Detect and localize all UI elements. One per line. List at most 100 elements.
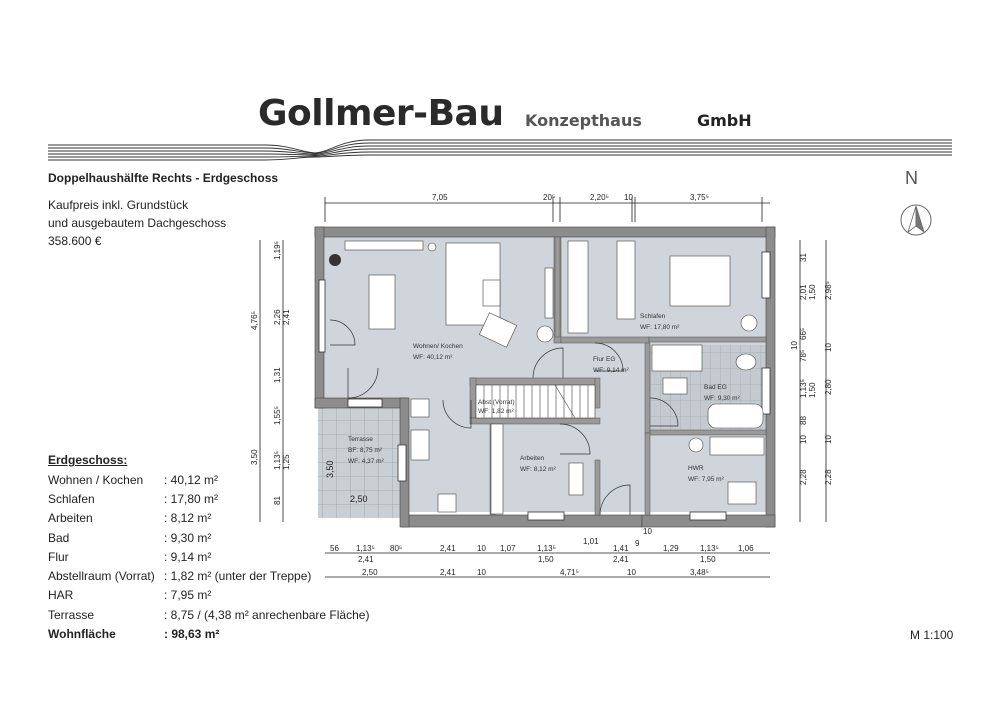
dim-left-6: 1,55⁵	[273, 406, 282, 425]
dim-left-3: 2,26	[273, 309, 282, 325]
room-hwr-area: WF: 7,95 m²	[688, 476, 725, 483]
price-line-1: Kaufpreis inkl. Grundstück	[48, 198, 189, 212]
room-wohnen-area: WF: 40,12 m²	[413, 354, 453, 361]
plants	[329, 254, 341, 266]
dim-right-4: 10	[790, 341, 799, 350]
legend-row: HAR: 7,95 m²	[48, 588, 212, 603]
legend-row: Wohnen / Kochen: 40,12 m²	[48, 472, 219, 487]
dim-top-4: 3,75⁵	[690, 193, 709, 202]
company-suffix: GmbH	[697, 111, 752, 130]
north-label: N	[905, 168, 918, 188]
dim-bottom-sub-0: 2,41	[358, 555, 374, 564]
dim-left-0: 4,76⁵	[250, 311, 259, 330]
price-line-2: und ausgebautem Dachgeschoss	[48, 216, 227, 230]
room-arbeiten-area: WF: 8,12 m²	[520, 466, 557, 473]
dim-right-2: 1,50	[808, 284, 817, 300]
dim-bottom-5: 1,07	[500, 544, 516, 553]
dim-left-2: 1,19⁵	[273, 241, 282, 260]
dim-right-outer-0: 2,98⁵	[824, 281, 833, 300]
dim-right-5: 78⁵	[799, 350, 808, 362]
dim-bottom2-3: 4,71⁵	[560, 568, 579, 577]
dim-bottom-1: 1,13⁵	[356, 544, 375, 553]
compass-icon	[900, 204, 932, 236]
dim-bottom-sub-1: 1,50	[538, 555, 554, 564]
staircase	[475, 384, 596, 419]
dim-left-7: 1,13⁵	[273, 451, 282, 470]
room-bad-name: Bad EG	[704, 384, 727, 391]
dim-terrace-1: 2,50	[350, 494, 368, 504]
dim-bottom-11: 1,29	[663, 544, 679, 553]
dim-top-2: 2,20⁵	[590, 193, 609, 202]
dim-bottom2-5: 3,48⁵	[690, 568, 709, 577]
room-terrasse-gf: BF: 8,75 m²	[348, 447, 383, 454]
legend-row: Bad: 9,30 m²	[48, 530, 212, 545]
dim-right-1: 2,01	[799, 284, 808, 300]
dim-bottom-13: 1,06	[738, 544, 754, 553]
brand-name: Gollmer-Bau	[258, 93, 504, 134]
dim-bottom-3: 2,41	[440, 544, 456, 553]
dim-right-outer-1: 10	[824, 343, 833, 352]
legend-total-row: Wohnfläche: 98,63 m²	[48, 627, 220, 642]
room-schlafen-name: Schlafen	[640, 313, 666, 320]
price-value: 358.600 €	[48, 234, 102, 248]
dim-right-8: 88	[799, 416, 808, 425]
dim-bottom-8: 1,41	[613, 544, 629, 553]
dim-right-7: 1,50	[808, 382, 817, 398]
legend-heading: Erdgeschoss:	[48, 453, 128, 467]
dim-bottom2-0: 2,50	[362, 568, 378, 577]
dim-right-outer-4: 2,28	[824, 469, 833, 485]
furniture	[344, 240, 765, 515]
legend-row: Abstellraum (Vorrat): 1,82 m² (unter der…	[48, 569, 312, 584]
dim-bottom-2: 80⁵	[390, 544, 402, 553]
dim-bottom2-1: 2,41	[440, 568, 456, 577]
room-flur-area: WF: 9,14 m²	[593, 367, 630, 374]
room-arbeiten-name: Arbeiten	[520, 455, 545, 462]
dim-bottom-7: 1,01	[583, 537, 599, 546]
dim-top-0: 7,05	[432, 193, 448, 202]
door-swings	[329, 319, 679, 516]
room-schlafen-area: WF: 17,80 m²	[640, 324, 680, 331]
dim-left-5: 1,31	[273, 367, 282, 383]
dim-left-1: 3,50	[250, 449, 259, 465]
dim-top-3: 10	[624, 193, 633, 202]
legend-row: Flur: 9,14 m²	[48, 549, 212, 564]
dim-right-0: 31	[799, 253, 808, 262]
dim-right-10: 2,28	[799, 469, 808, 485]
legend-row: Schlafen: 17,80 m²	[48, 491, 219, 506]
dim-right-9: 10	[799, 435, 808, 444]
room-hwr-name: HWR	[688, 465, 704, 472]
dim-bottom-6: 1,13⁵	[537, 544, 556, 553]
dim-bottom2-4: 10	[627, 568, 636, 577]
dim-bottom-12: 1,13⁵	[700, 544, 719, 553]
room-wohnen-name: Wohnen/ Kochen	[413, 343, 463, 350]
dim-bottom2-2: 10	[477, 568, 486, 577]
plan-title: Doppelhaushälfte Rechts - Erdgeschoss	[48, 171, 279, 185]
scale-label: M 1:100	[910, 628, 954, 642]
dimension-lines	[259, 197, 827, 578]
dim-bottom-9: 9	[635, 539, 640, 548]
dim-bottom-sub-3: 1,50	[700, 555, 716, 564]
price-info: Kaufpreis inkl. Grundstück und ausgebaut…	[48, 196, 226, 250]
dim-left-8: 1,25	[282, 454, 291, 470]
dim-terrace-0: 3,50	[325, 460, 335, 478]
brand-tagline: Konzepthaus	[525, 111, 642, 130]
dim-left-9: 81	[273, 496, 282, 505]
room-flur-name: Flur EG	[593, 356, 615, 363]
dim-bottom-10: 10	[643, 527, 652, 536]
area-legend: Erdgeschoss: Wohnen / Kochen: 40,12 m² S…	[48, 453, 369, 644]
dim-right-3: 66⁵	[799, 328, 808, 340]
legend-row: Terrasse: 8,75 / (4,38 m² anrechenbare F…	[48, 607, 370, 622]
room-abstell-area: WF: 1,82 m²	[478, 408, 515, 415]
dim-right-outer-3: 10	[824, 435, 833, 444]
dim-bottom-4: 10	[477, 544, 486, 553]
room-abstell-name: Abst.(Vorrat)	[478, 399, 514, 406]
room-terrasse-wf: WF: 4,37 m²	[348, 458, 385, 465]
dim-bottom-sub-2: 2,41	[613, 555, 629, 564]
dim-bottom-0: 56	[330, 544, 339, 553]
room-terrasse-name: Terrasse	[348, 436, 373, 443]
dim-right-outer-2: 2,80	[824, 379, 833, 395]
dim-left-4: 2,41	[282, 309, 291, 325]
windows	[318, 251, 771, 521]
